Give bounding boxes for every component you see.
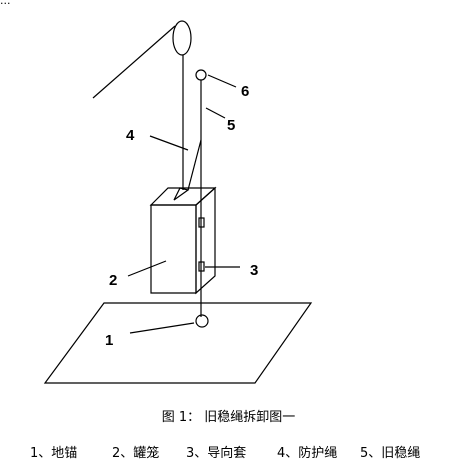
legend-item-3: 3、导向套 <box>186 446 247 461</box>
leader-5 <box>205 107 226 119</box>
label-5: 5 <box>227 117 235 134</box>
label-3: 3 <box>250 262 258 279</box>
legend-item-4: 4、防护绳 <box>277 446 338 461</box>
cage-side <box>195 186 216 295</box>
label-2: 2 <box>109 272 117 289</box>
label-6: 6 <box>241 83 249 100</box>
ground-plane <box>43 302 313 384</box>
top-ball-6 <box>195 69 207 81</box>
legend-item-1: 1、地锚 <box>30 446 78 461</box>
leader-4 <box>149 135 189 151</box>
leader-1 <box>129 322 195 334</box>
cage-top-hook <box>173 187 190 201</box>
legend: 1、地锚 2、罐笼 3、导向套 4、防护绳 5、旧稳绳 <box>0 442 457 462</box>
leader-2 <box>127 260 167 277</box>
label-1: 1 <box>105 332 113 349</box>
rope-removal-diagram: 1 2 3 4 5 6 <box>43 20 313 384</box>
legend-item-2: 2、罐笼 <box>112 446 160 461</box>
pulley <box>172 20 192 56</box>
ground-anchor <box>195 314 209 328</box>
cropped-top-text: ... <box>0 0 120 6</box>
guide-sleeve-lower <box>198 261 205 272</box>
hoist-rope-left <box>92 25 176 99</box>
leader-6 <box>207 74 237 88</box>
figure-caption: 图 1： 旧稳绳拆卸图一 <box>161 410 296 425</box>
cage-front <box>150 204 197 294</box>
legend-item-5: 5、旧稳绳 <box>360 446 421 461</box>
hook-line <box>187 139 202 191</box>
guide-sleeve-upper <box>198 217 205 228</box>
label-4: 4 <box>126 127 135 144</box>
